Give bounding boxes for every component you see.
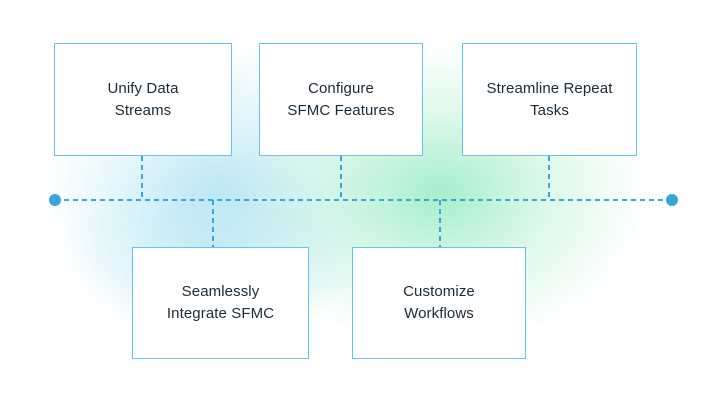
step-label: Customize Workflows xyxy=(403,283,475,322)
step-box-seamlessly-integrate-sfmc: Seamlessly Integrate SFMC xyxy=(132,247,309,359)
step-label: Seamlessly Integrate SFMC xyxy=(166,283,275,322)
step-label: Unify Data Streams xyxy=(107,79,179,119)
step-box-unify-data-streams: Unify Data Streams xyxy=(54,43,232,156)
step-box-customize-workflows: Customize Workflows xyxy=(352,247,526,359)
step-box-configure-sfmc-features: Configure SFMC Features xyxy=(259,43,423,156)
step-box-streamline-repeat-tasks: Streamline Repeat Tasks xyxy=(462,43,637,156)
step-label: Configure SFMC Features xyxy=(287,79,395,119)
timeline-start-dot xyxy=(49,194,61,206)
timeline-end-dot xyxy=(666,194,678,206)
step-label: Streamline Repeat Tasks xyxy=(486,79,613,119)
